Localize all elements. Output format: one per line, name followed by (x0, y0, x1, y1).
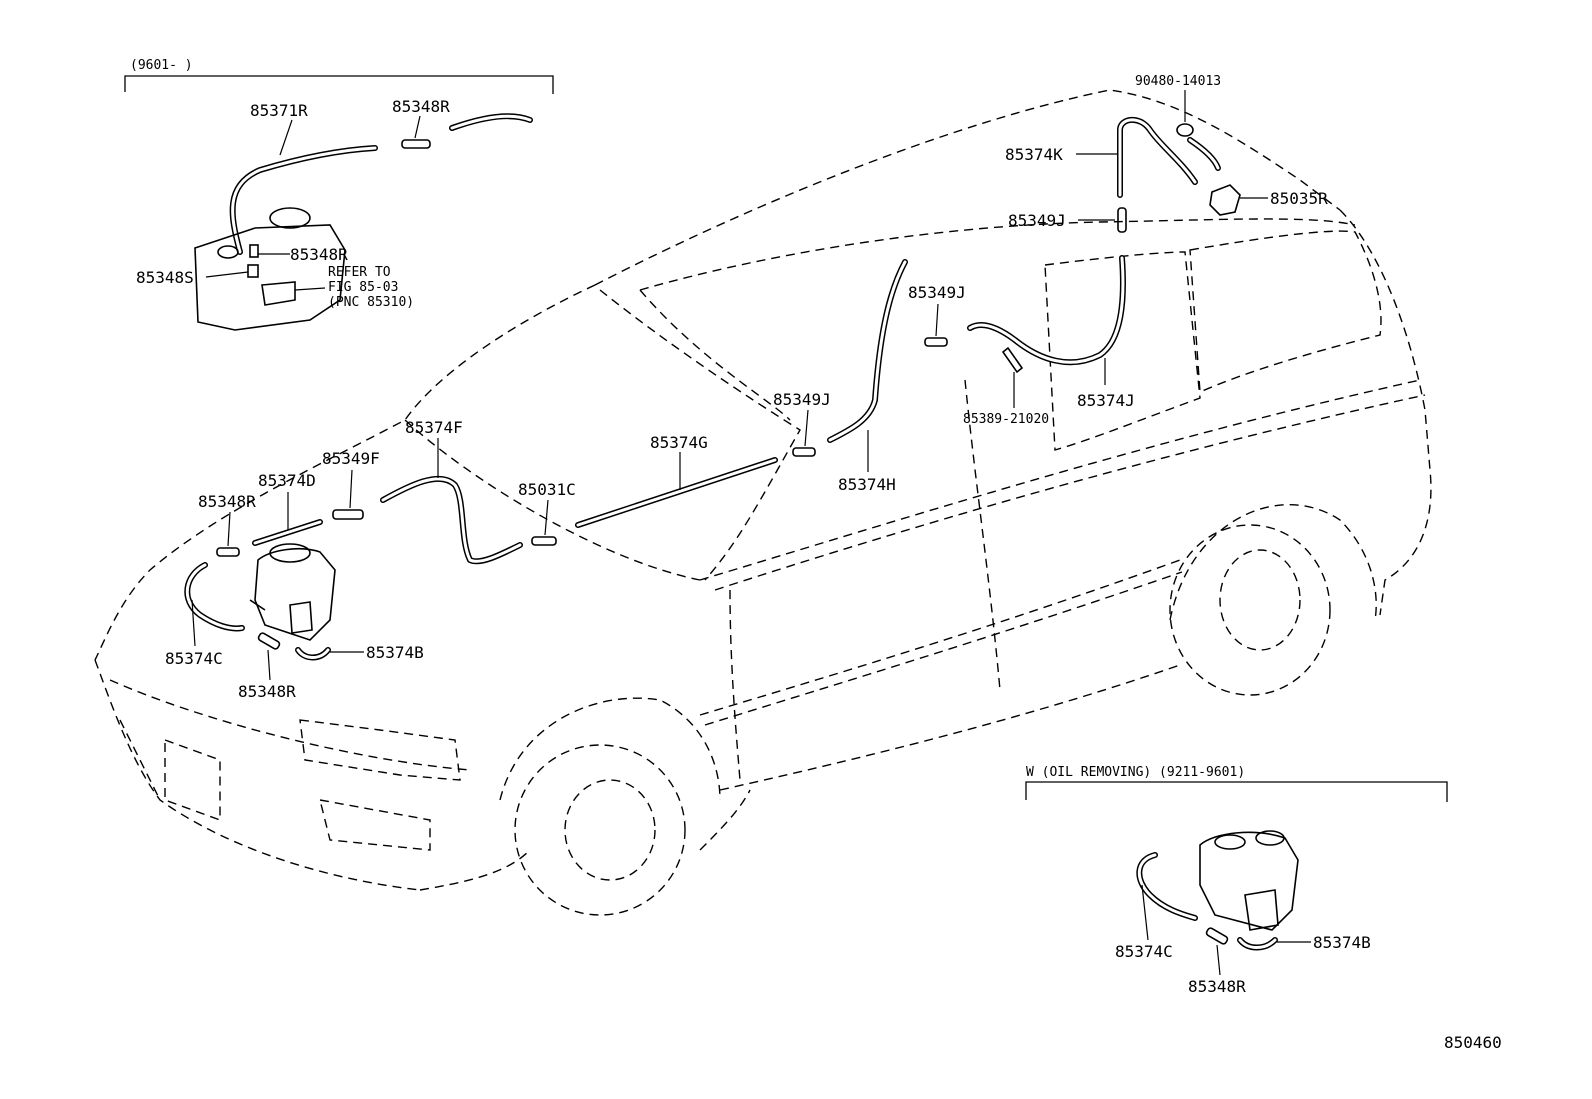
refer-note-line3: (PNC 85310) (328, 295, 414, 310)
joint-icon (531, 536, 557, 546)
label-85349F: 85349F (322, 449, 380, 468)
label-85348S: 85348S (136, 268, 194, 287)
label-85348R-tank: 85348R (290, 245, 348, 264)
refer-note-line2: FIG 85-03 (328, 280, 398, 295)
label-85371R: 85371R (250, 101, 308, 120)
inset-bottom-right-title: W (OIL REMOVING) (9211-9601) (1026, 765, 1245, 780)
label-85031C: 85031C (518, 480, 576, 499)
label-85348R-bottom: 85348R (238, 682, 296, 701)
label-85374C-w: 85374C (1115, 942, 1173, 961)
joint-icon (792, 447, 816, 457)
inset-bottom-right: W (OIL REMOVING) (9211-9601) 85374C 8537… (1025, 765, 1448, 996)
joint-icon (1205, 927, 1229, 945)
label-85035R: 85035R (1270, 189, 1328, 208)
refer-note-line1: REFER TO (328, 265, 391, 280)
rear-parts: 90480-14013 85374K 85035R 85349J 85374J … (773, 74, 1328, 494)
label-90480-14013: 90480-14013 (1135, 74, 1221, 89)
front-parts: 85374G 85031C 85374F 85349F 85374D 85348… (165, 418, 778, 701)
nozzle-icon (1209, 184, 1241, 216)
joint-icon (332, 509, 364, 520)
figure-number: 850460 (1444, 1033, 1502, 1052)
label-85374D: 85374D (258, 471, 316, 490)
clamp-icon (1001, 346, 1024, 374)
label-85374J: 85374J (1077, 391, 1135, 410)
joint-icon (216, 547, 240, 557)
label-85349J-a: 85349J (1008, 211, 1066, 230)
inset-top-left-title: (9601- ) (130, 58, 193, 73)
label-85374C: 85374C (165, 649, 223, 668)
label-85349J-b: 85349J (908, 283, 966, 302)
washer-tank-icon (1199, 831, 1299, 931)
label-85374K: 85374K (1005, 145, 1063, 164)
joint-icon (257, 632, 281, 650)
label-85349J-c: 85349J (773, 390, 831, 409)
joint-icon (924, 337, 948, 347)
label-85348R-top: 85348R (392, 97, 450, 116)
label-85348R-w: 85348R (1188, 977, 1246, 996)
inset-top-left: (9601- ) 85371R 85348R 85348R 85348S REF… (124, 58, 554, 331)
joint-icon (1117, 207, 1127, 233)
clip-icon (1176, 123, 1194, 137)
label-85389-21020: 85389-21020 (963, 412, 1049, 427)
label-85374H: 85374H (838, 475, 896, 494)
label-85374G: 85374G (650, 433, 708, 452)
label-85374B: 85374B (366, 643, 424, 662)
joint-icon (401, 139, 431, 149)
label-85374B-w: 85374B (1313, 933, 1371, 952)
washer-tank-icon (194, 224, 346, 331)
label-85374F: 85374F (405, 418, 463, 437)
label-85348R-left: 85348R (198, 492, 256, 511)
vehicle-outline (94, 89, 1432, 916)
